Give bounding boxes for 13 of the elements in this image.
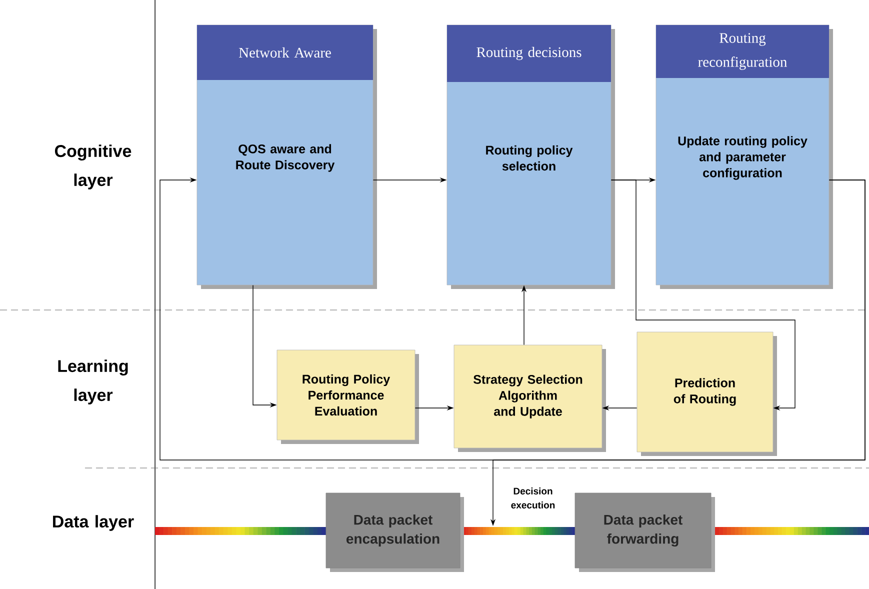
process-box: Routing Policy Performance Evaluation — [276, 350, 419, 444]
layer-label: Learning layer — [58, 360, 128, 404]
process-box: Data packet forwarding — [574, 492, 716, 572]
process-box: Routing decisions Routing policy selection — [446, 24, 615, 289]
edge-label: Decision execution — [511, 488, 555, 508]
process-box: Strategy Selection Algorithm and Update — [454, 344, 606, 452]
process-box: Data packet encapsulation — [326, 492, 464, 572]
process-box: Prediction of Routing — [636, 332, 777, 456]
process-box: Routing reconfiguration Update routing policy and parameter configuration — [656, 24, 833, 289]
arrow — [610, 180, 796, 411]
process-box: Network Aware QOS aware and Route Discovery — [196, 24, 377, 289]
layer-label: Data layer — [53, 515, 134, 531]
layer-label: Cognitive layer — [54, 144, 132, 190]
